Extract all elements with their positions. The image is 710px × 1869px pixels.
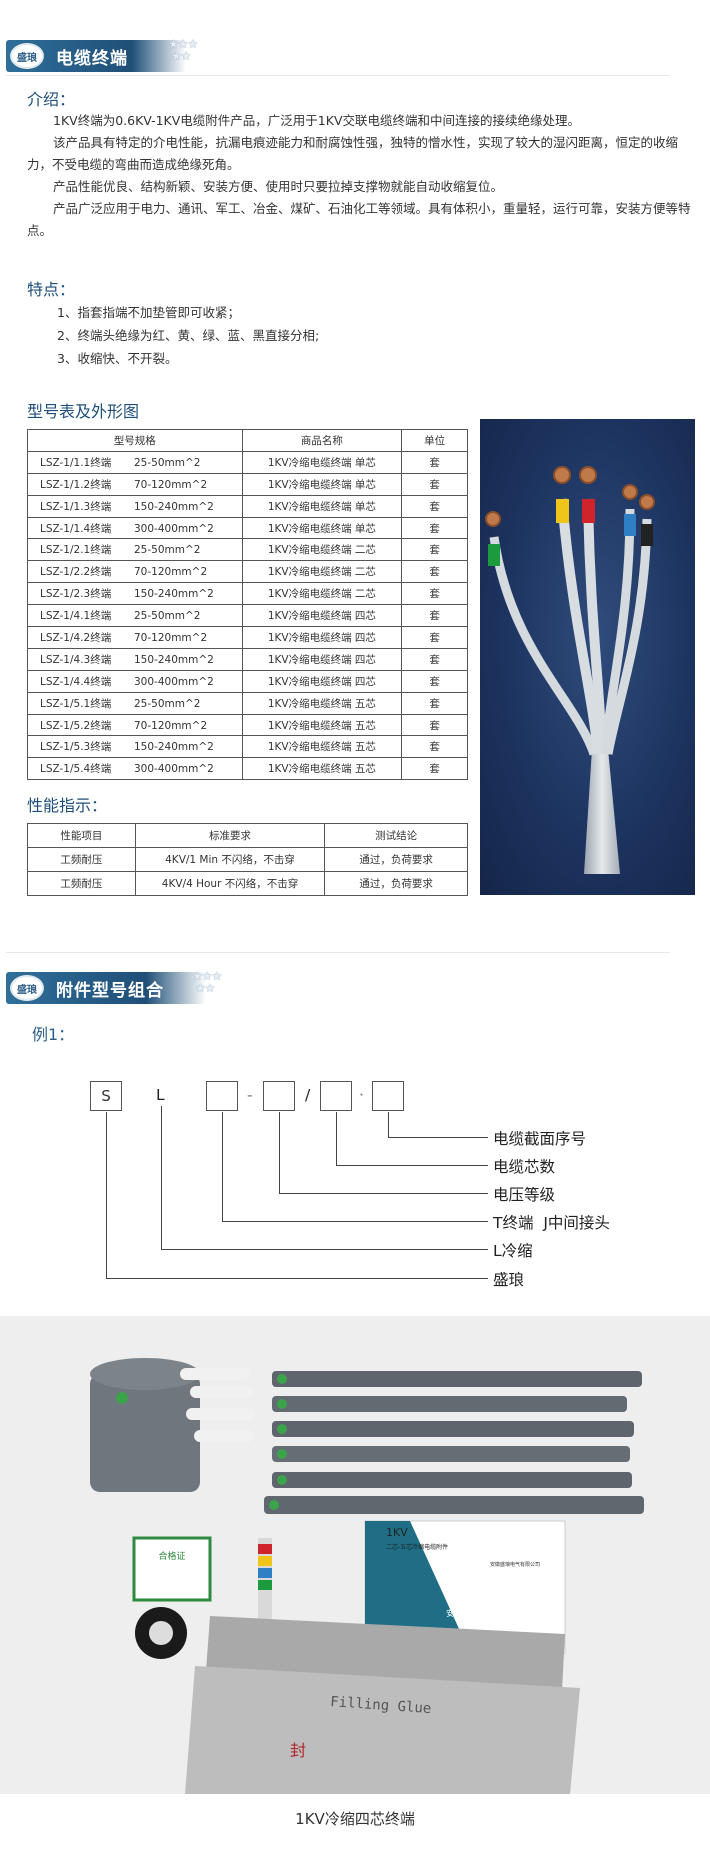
feature-item: 1、指套指端不加垫管即可收紧； xyxy=(57,305,240,320)
feature-item: 3、收缩快、不开裂。 xyxy=(57,351,178,366)
col-unit: 单位 xyxy=(401,429,468,452)
intro-paragraphs: 1KV终端为0.6KV-1KV电缆附件产品，广泛用于1KV交联电缆终端和中间连接… xyxy=(27,110,697,242)
col-name: 商品名称 xyxy=(241,429,403,452)
intro-paragraph: 产品性能优良、结构新颖、安装方便、使用时只要拉掉支撑物就能自动收缩复位。 xyxy=(53,179,504,194)
intro-paragraph: 1KV终端为0.6KV-1KV电缆附件产品，广泛用于1KV交联电缆终端和中间连接… xyxy=(53,113,581,128)
company-logo: 盛琅 xyxy=(10,975,44,1001)
pouch-label: Filling Glue xyxy=(330,1694,432,1717)
model-table-heading: 型号表及外形图 xyxy=(27,402,140,421)
kit-illustration: 合格证 1KV 二芯-五芯冷缩电缆附件 安装说明书 安徽盛琅电气有限公司 Fil… xyxy=(0,1316,710,1794)
code-sep-slash: / xyxy=(305,1086,311,1104)
code-sep-dot: · xyxy=(359,1086,364,1104)
table-row: 工频耐压 4KV/1 Min 不闪络，不击穿 通过，负荷要求 xyxy=(27,847,468,872)
performance-table: 性能项目 标准要求 测试结论 工频耐压 4KV/1 Min 不闪络，不击穿 通过… xyxy=(27,823,468,896)
code-box-section xyxy=(372,1081,404,1111)
features-heading: 特点： xyxy=(27,280,76,299)
label-voltage: 电压等级 xyxy=(493,1186,556,1204)
pouch-seal: 封 xyxy=(290,1741,306,1760)
kit-photo: 合格证 1KV 二芯-五芯冷缩电缆附件 安装说明书 安徽盛琅电气有限公司 Fil… xyxy=(0,1316,710,1794)
label-core-count: 电缆芯数 xyxy=(493,1158,556,1176)
section-title: 电缆终端 xyxy=(56,49,128,69)
section-title: 附件型号组合 xyxy=(56,981,164,1001)
manual-label: 安装说明书 xyxy=(446,1608,486,1618)
example-heading: 例1： xyxy=(32,1025,75,1044)
intro-paragraph: 产品广泛应用于电力、通讯、军工、冶金、煤矿、石油化工等领域。具有体积小，重量轻，… xyxy=(27,201,691,238)
code-box-cores xyxy=(320,1081,352,1111)
label-brand: 盛琅 xyxy=(493,1271,525,1289)
intro-paragraph: 该产品具有特定的介电性能，抗漏电痕迹能力和耐腐蚀性强，独特的憎水性，实现了较大的… xyxy=(27,135,679,172)
certificate-title: 合格证 xyxy=(158,1550,185,1562)
company-logo: 盛琅 xyxy=(10,43,44,69)
section-header-cable-terminal: 盛琅 电缆终端 ★★★ ★★ xyxy=(0,34,710,78)
cable-terminal-photo xyxy=(480,419,695,895)
section-header-accessory-models: 盛琅 附件型号组合 ★★★ ★★ xyxy=(0,952,710,1010)
code-box-voltage xyxy=(263,1081,295,1111)
intro-heading: 介绍： xyxy=(27,90,76,109)
manual-company: 安徽盛琅电气有限公司 xyxy=(490,1561,540,1568)
cable-terminal-illustration xyxy=(485,466,655,874)
table-row: 工频耐压 4KV/4 Hour 不闪络，不击穿 通过，负荷要求 xyxy=(27,871,468,896)
code-box-type xyxy=(206,1081,238,1111)
label-section-no: 电缆截面序号 xyxy=(493,1130,587,1148)
perf-table-heading: 性能指示： xyxy=(27,796,108,815)
manual-subtitle: 二芯-五芯冷缩电缆附件 xyxy=(386,1543,448,1551)
table-header-row: 性能项目 标准要求 测试结论 xyxy=(27,823,468,848)
photo-caption: 1KV冷缩四芯终端 xyxy=(295,1810,415,1828)
code-sep-dash: - xyxy=(247,1086,253,1104)
feature-item: 2、终端头绝缘为红、黄、绿、蓝、黑直接分相; xyxy=(57,328,320,343)
code-l: L xyxy=(156,1086,165,1104)
manual-title: 1KV xyxy=(386,1526,408,1539)
label-type: T终端 J中间接头 xyxy=(493,1214,610,1232)
code-box-s: S xyxy=(90,1081,122,1111)
table-header-row: 型号规格 商品名称 单位 xyxy=(27,429,468,452)
stars-decoration-icon: ★★★ ★★ xyxy=(192,969,222,995)
col-model: 型号规格 xyxy=(27,429,243,452)
stars-decoration-icon: ★★★ ★★ xyxy=(168,37,198,63)
label-cold-shrink: L冷缩 xyxy=(493,1242,533,1260)
